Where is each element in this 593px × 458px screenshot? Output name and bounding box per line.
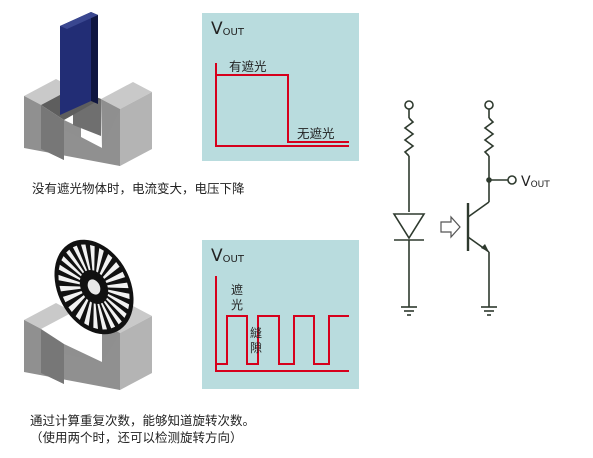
vout-label-panel2: VOUT xyxy=(211,246,245,266)
label-blocked-1: 遮 xyxy=(231,282,243,297)
encoder-slit xyxy=(68,295,86,312)
light-arrow-icon xyxy=(440,215,461,239)
waveform-step-line xyxy=(215,63,349,147)
waveform-panel-pulse: VOUT 遮 光 縫 隙 xyxy=(202,240,359,389)
shutter-plate-top xyxy=(60,12,98,29)
encoder-slit xyxy=(84,301,92,326)
encoder-slit xyxy=(58,274,80,285)
vout-terminal xyxy=(507,175,517,185)
slot2-inner-front xyxy=(41,329,64,384)
encoder-disc-illustration xyxy=(24,239,152,390)
encoder-slit xyxy=(105,271,126,284)
supply-terminal-right xyxy=(484,100,494,110)
encoder-slit xyxy=(72,245,88,272)
shutter-plate xyxy=(60,12,91,115)
shutter-plate-side xyxy=(91,12,98,104)
encoder-slit xyxy=(103,300,122,325)
caption-pulse-line1: 通过计算重复次数，能够知道旋转次数。 xyxy=(30,413,256,428)
waveform-pulse-signal xyxy=(216,315,349,365)
waveform-panel-step: VOUT 有遮光 无遮光 xyxy=(202,13,359,161)
encoder-slit xyxy=(96,248,104,273)
encoder-slit xyxy=(58,264,81,281)
vout-label-circuit: VOUT xyxy=(521,174,550,190)
vout-label-panel1: VOUT xyxy=(211,19,245,39)
encoder-slit xyxy=(80,244,91,271)
encoder-slit xyxy=(61,256,82,277)
caption-step: 没有遮光物体时，电流变大，电压下降 xyxy=(32,181,245,196)
encoder-slit xyxy=(106,297,127,318)
label-gap-2: 隙 xyxy=(250,341,262,355)
encoder-slit xyxy=(97,303,108,330)
encoder-slit xyxy=(59,285,81,292)
encoder-hub xyxy=(87,279,101,295)
label-blocked-2: 光 xyxy=(231,298,243,312)
resistor-left xyxy=(403,117,415,157)
waveform-step-svg: VOUT 有遮光 无遮光 xyxy=(211,19,349,147)
waveform-pulse-axis xyxy=(215,276,349,372)
ground-left xyxy=(401,306,417,316)
circuit-diagram: VOUT xyxy=(392,100,550,316)
junction-dot xyxy=(486,177,492,183)
label-gap-1: 縫 xyxy=(250,325,262,340)
encoder-slit xyxy=(102,262,120,279)
encoder-slits xyxy=(58,244,130,330)
encoder-slit xyxy=(93,303,98,330)
encoder-slit xyxy=(90,244,95,271)
encoder-slit xyxy=(75,298,89,321)
photo-interrupter-shutter-illustration xyxy=(24,12,152,166)
block2-top-left xyxy=(24,303,73,329)
label-blocked: 有遮光 xyxy=(229,59,267,74)
caption-pulse-line2: （使用两个时，还可以检测旋转方向） xyxy=(30,430,243,445)
caption-pulse: 通过计算重复次数，能够知道旋转次数。 （使用两个时，还可以检测旋转方向） xyxy=(30,412,255,446)
ground-right xyxy=(481,306,497,316)
block2-side xyxy=(120,316,152,390)
encoder-disc xyxy=(54,239,134,335)
encoder-slit xyxy=(107,293,130,310)
label-unblocked: 无遮光 xyxy=(297,126,335,141)
encoder-slit xyxy=(66,249,85,274)
encoder-slit xyxy=(62,290,83,303)
led-diode xyxy=(392,213,426,240)
waveform-step-signal xyxy=(216,74,349,143)
encoder-slit xyxy=(108,289,130,300)
encoder-slit xyxy=(107,282,129,289)
resistor-right xyxy=(483,117,495,157)
waveform-pulse-svg: VOUT 遮 光 縫 隙 xyxy=(211,246,349,372)
block-side xyxy=(120,92,152,166)
block-top-right xyxy=(101,82,152,109)
slot-inner-front xyxy=(41,105,64,160)
emitter-arrow-icon xyxy=(481,244,489,252)
encoder-slit xyxy=(100,302,116,329)
encoder-slit xyxy=(99,253,113,276)
supply-terminal-left xyxy=(404,100,414,110)
